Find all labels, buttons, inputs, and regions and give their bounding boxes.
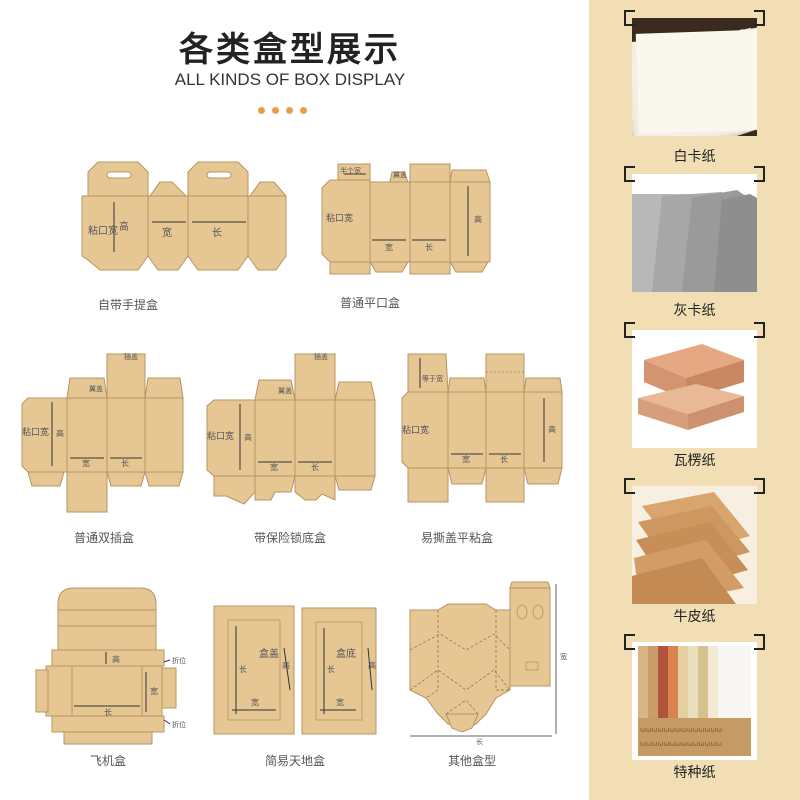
width-label: 宽 xyxy=(150,687,158,696)
caption-flat: 普通平口盒 xyxy=(340,296,401,310)
caption-lid-base: 简易天地盒 xyxy=(265,754,326,768)
dot xyxy=(258,107,265,114)
length-label: 长 xyxy=(212,228,222,239)
lock-bottom-dieline xyxy=(206,353,376,505)
width-label: 宽 xyxy=(270,463,278,472)
page-title: 各类盒型展示 xyxy=(179,30,401,70)
length-label: 长 xyxy=(104,708,112,717)
caption-lock-bottom: 带保险锁底盒 xyxy=(254,531,327,545)
height-label: 高 xyxy=(244,433,252,442)
equal-width-label: 等于宽 xyxy=(422,375,443,383)
width-label: 宽 xyxy=(336,698,344,707)
white-cardboard-photo-icon xyxy=(632,18,757,136)
dot xyxy=(272,107,279,114)
caption-airplane: 飞机盒 xyxy=(90,754,127,768)
caption-double-tuck: 普通双插盒 xyxy=(74,531,135,545)
length-label: 长 xyxy=(476,738,483,746)
tear-flat-dieline xyxy=(401,353,563,503)
length-label: 长 xyxy=(327,665,335,674)
paper-label: 瓦楞纸 xyxy=(673,453,716,469)
page-subtitle: ALL KINDS OF BOX DISPLAY xyxy=(174,70,406,89)
other-box-dieline xyxy=(409,581,557,737)
caption-tear-flat: 易撕盖平粘盒 xyxy=(421,531,494,545)
lid-base-dieline xyxy=(213,605,377,735)
paper-label: 白卡纸 xyxy=(673,149,716,165)
length-label: 长 xyxy=(311,463,319,472)
height-label: 高 xyxy=(548,425,556,434)
paper-label: 特种纸 xyxy=(673,765,716,781)
height-label: 高 xyxy=(56,429,64,438)
height-label: 高 xyxy=(282,661,290,670)
width-label: 宽 xyxy=(385,243,393,252)
wing-cover-label: 翼盖 xyxy=(278,387,292,395)
dot xyxy=(286,107,293,114)
paper-label: 牛皮纸 xyxy=(673,609,716,625)
width-label: 宽 xyxy=(162,228,172,239)
height-label: 高 xyxy=(112,655,120,664)
height-label: 高 xyxy=(474,215,482,224)
kraft-paper-photo-icon xyxy=(632,486,757,604)
paper-label: 灰卡纸 xyxy=(673,303,716,319)
plug-cover-label: 插盖 xyxy=(124,353,138,361)
wing-cover-label: 翼盖 xyxy=(393,171,407,179)
width-label: 宽 xyxy=(251,698,259,707)
corrugated-box-photo-icon xyxy=(632,330,757,448)
airplane-box-dieline xyxy=(35,587,177,745)
svg-text:ωωωωωωωωωωωωωω: ωωωωωωωωωωωωωω xyxy=(640,726,722,734)
length-label: 长 xyxy=(425,243,433,252)
specialty-paper-swatches-photo-icon: ωωωωωωωωωωωωωω ωωωωωωωωωωωωωω xyxy=(632,642,757,760)
height-label: 高 xyxy=(119,222,129,233)
decorative-dots xyxy=(258,107,307,114)
width-label: 宽 xyxy=(82,459,90,468)
paper-types-sidebar: 白卡纸 灰卡纸 瓦楞纸 xyxy=(589,0,800,800)
fold-label-bottom: 折位 xyxy=(172,721,186,729)
fold-label: 折位 xyxy=(172,657,186,665)
base-label: 盒底 xyxy=(336,649,356,660)
svg-text:ωωωωωωωωωωωωωω: ωωωωωωωωωωωωωω xyxy=(640,740,722,748)
flat-box-dieline xyxy=(321,163,491,275)
half-width-label: 半个宽 xyxy=(340,167,361,175)
plug-cover-label: 插盖 xyxy=(314,353,328,361)
caption-handle: 自带手提盒 xyxy=(98,298,159,312)
length-label: 长 xyxy=(121,459,129,468)
height-label: 高 xyxy=(368,661,376,670)
dot xyxy=(300,107,307,114)
gray-cardboard-photo-icon xyxy=(632,174,757,292)
wing-cover-label: 翼盖 xyxy=(89,385,103,393)
handle-box-dieline xyxy=(81,161,288,271)
width-label: 宽 xyxy=(560,653,567,661)
length-label: 长 xyxy=(500,455,508,464)
width-label: 宽 xyxy=(462,455,470,464)
lid-label: 盒盖 xyxy=(259,649,279,660)
caption-other: 其他盒型 xyxy=(448,754,497,768)
length-label: 长 xyxy=(239,665,247,674)
double-tuck-dieline xyxy=(21,353,184,513)
